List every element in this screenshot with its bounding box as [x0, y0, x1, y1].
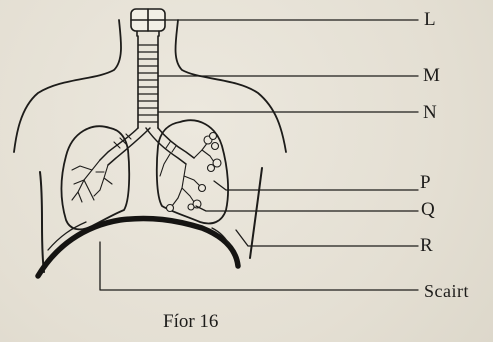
- body-outline-right: [176, 20, 287, 152]
- pointer-scairt: [100, 242, 418, 290]
- trachea: [138, 36, 158, 128]
- diaphragm: [38, 218, 238, 276]
- pointer-lines: [100, 20, 418, 290]
- label-Q: Q: [421, 200, 435, 219]
- bronchi: [100, 128, 194, 165]
- left-lung: [62, 126, 130, 229]
- label-L: L: [424, 10, 436, 29]
- label-P: P: [420, 173, 431, 192]
- left-bronchioles: [72, 160, 112, 202]
- larynx: [131, 9, 165, 36]
- trachea-rings: [138, 45, 158, 122]
- figure-caption: Fíor 16: [163, 312, 218, 331]
- pointer-R: [236, 230, 418, 246]
- chest-wall-right: [250, 168, 262, 258]
- pointer-P: [214, 181, 418, 190]
- body-outline-left: [14, 20, 121, 152]
- label-scairt: Scairt: [424, 282, 469, 301]
- label-N: N: [423, 103, 437, 122]
- chest-wall-left: [40, 172, 44, 272]
- label-R: R: [420, 236, 433, 255]
- label-M: M: [423, 66, 440, 85]
- pointer-Q: [196, 206, 418, 211]
